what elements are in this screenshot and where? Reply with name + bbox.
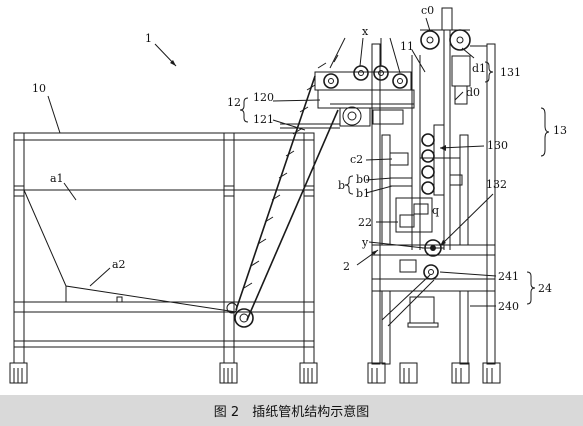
label-241: 241 xyxy=(498,270,519,283)
label-2: 2 xyxy=(343,260,350,273)
label-x: x xyxy=(362,25,369,38)
label-y: y xyxy=(361,236,369,249)
bottom-drive xyxy=(381,259,439,328)
label-11: 11 xyxy=(400,40,414,53)
label-d0: d0 xyxy=(466,86,480,99)
label-12: 12 xyxy=(227,96,241,109)
hopper-frame xyxy=(9,132,318,384)
label-c0: c0 xyxy=(421,4,434,17)
label-22: 22 xyxy=(358,216,372,229)
paper-tube-machine-diagram: 1 10 a1 a2 x c0 11 d1 131 d0 12 120 121 … xyxy=(9,4,567,384)
figure-caption: 图 2 插纸管机结构示意图 xyxy=(213,405,370,420)
label-b0: b0 xyxy=(356,173,370,186)
top-roller-assembly xyxy=(280,65,415,129)
label-10: 10 xyxy=(32,82,46,95)
label-120: 120 xyxy=(253,91,274,104)
label-1: 1 xyxy=(145,32,152,45)
label-121: 121 xyxy=(253,113,274,126)
label-b: b xyxy=(338,179,345,192)
label-240: 240 xyxy=(498,300,519,313)
braces xyxy=(239,61,550,305)
label-130: 130 xyxy=(487,139,508,152)
label-a1: a1 xyxy=(50,172,64,185)
top-drive-motors xyxy=(420,7,471,105)
inclined-conveyor xyxy=(226,54,362,328)
hopper-bin xyxy=(23,189,237,313)
label-q: q xyxy=(432,204,439,217)
label-132: 132 xyxy=(486,178,507,191)
label-d1: d1 xyxy=(472,62,486,75)
label-c2: c2 xyxy=(350,153,363,166)
label-a2: a2 xyxy=(112,258,126,271)
label-b1: b1 xyxy=(356,187,370,200)
label-24: 24 xyxy=(538,282,552,295)
label-131: 131 xyxy=(500,66,521,79)
clamp-unit xyxy=(395,197,444,257)
reference-labels: 1 10 a1 a2 x c0 11 d1 131 d0 12 120 121 … xyxy=(32,4,567,313)
caption-bar: 图 2 插纸管机结构示意图 xyxy=(0,395,583,426)
label-13: 13 xyxy=(553,124,567,137)
vertical-roller-stack xyxy=(389,124,463,196)
leader-lines xyxy=(47,17,497,307)
